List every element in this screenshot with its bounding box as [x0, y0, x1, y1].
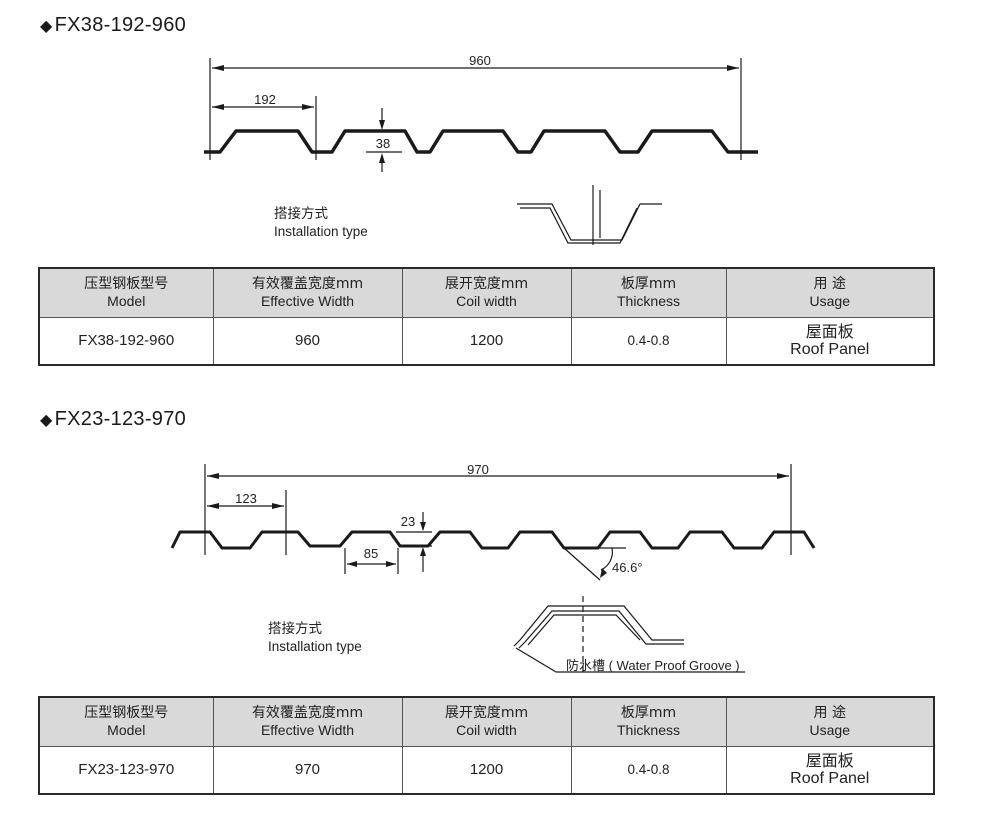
cell-coil-width: 1200: [401, 316, 572, 366]
col-coil-width-zh: 展开宽度mm: [444, 704, 529, 721]
install-type-en: Installation type: [274, 224, 368, 239]
col-coil-width-zh: 展开宽度mm: [444, 275, 529, 292]
col-thickness-zh: 板厚mm: [620, 275, 677, 292]
cell-usage-zh: 屋面板: [805, 321, 854, 341]
install-type-label-1: 搭接方式 Installation type: [274, 206, 368, 240]
cell-thickness: 0.4-0.8: [570, 745, 727, 795]
col-coil-width-en: Coil width: [456, 292, 517, 309]
groove-detail-drawing: [513, 596, 745, 673]
diamond-icon: ◆: [40, 411, 53, 429]
col-usage-en: Usage: [809, 292, 850, 309]
dim-bottom-label: 85: [364, 546, 378, 561]
col-effective-width-zh: 有效覆盖宽度mm: [251, 275, 364, 292]
diamond-icon: ◆: [40, 17, 53, 35]
panel-profile: [170, 530, 816, 550]
col-thickness-en: Thickness: [616, 292, 681, 309]
dim-height-label: 23: [401, 514, 415, 529]
groove-label: 防水槽 ( Water Proof Groove ): [566, 658, 740, 673]
dim-angle-label: 46.6°: [612, 560, 643, 575]
cell-effective-width: 970: [212, 745, 403, 795]
col-usage-zh: 用 途: [813, 275, 846, 292]
cell-effective-width: 960: [212, 316, 403, 366]
cell-model: FX23-123-970: [38, 745, 214, 795]
col-model-zh: 压型钢板型号: [84, 275, 169, 292]
col-thickness-zh: 板厚mm: [620, 704, 677, 721]
dim-pitch-label: 192: [254, 92, 276, 107]
col-model-en: Model: [107, 721, 146, 738]
col-effective-width-zh: 有效覆盖宽度mm: [251, 704, 364, 721]
install-type-label-2: 搭接方式 Installation type: [268, 621, 362, 655]
profile-drawing-fx23: 970 123 23 85 46.6° 防水槽 ( Wa: [170, 462, 816, 673]
col-model-zh: 压型钢板型号: [84, 704, 169, 721]
dim-pitch-label: 123: [235, 491, 257, 506]
lap-detail-drawing: [517, 185, 662, 245]
profile-drawing-fx38: 960 192 38: [204, 53, 758, 245]
col-usage-en: Usage: [809, 721, 850, 738]
install-type-zh: 搭接方式: [268, 621, 322, 637]
cell-usage-zh: 屋面板: [805, 750, 854, 770]
col-usage-zh: 用 途: [813, 704, 846, 721]
col-thickness-en: Thickness: [616, 721, 681, 738]
col-coil-width-en: Coil width: [456, 721, 517, 738]
section-title-fx38: ◆ FX38-192-960: [40, 14, 186, 37]
cell-model: FX38-192-960: [38, 316, 214, 366]
cell-usage-en: Roof Panel: [790, 340, 870, 358]
dim-width-label: 970: [467, 462, 489, 477]
col-effective-width-en: Effective Width: [260, 721, 355, 738]
panel-profile: [204, 129, 758, 154]
cell-usage-en: Roof Panel: [790, 769, 870, 787]
cell-coil-width: 1200: [401, 745, 572, 795]
section-title-fx23: ◆ FX23-123-970: [40, 408, 186, 431]
col-model-en: Model: [107, 292, 146, 309]
dim-height-label: 38: [376, 136, 390, 151]
dim-width-label: 960: [469, 53, 491, 68]
install-type-zh: 搭接方式: [274, 206, 328, 222]
cell-thickness: 0.4-0.8: [570, 316, 727, 366]
install-type-en: Installation type: [268, 639, 362, 654]
col-effective-width-en: Effective Width: [260, 292, 355, 309]
section-title-text: FX23-123-970: [54, 408, 187, 430]
section-title-text: FX38-192-960: [54, 14, 187, 36]
